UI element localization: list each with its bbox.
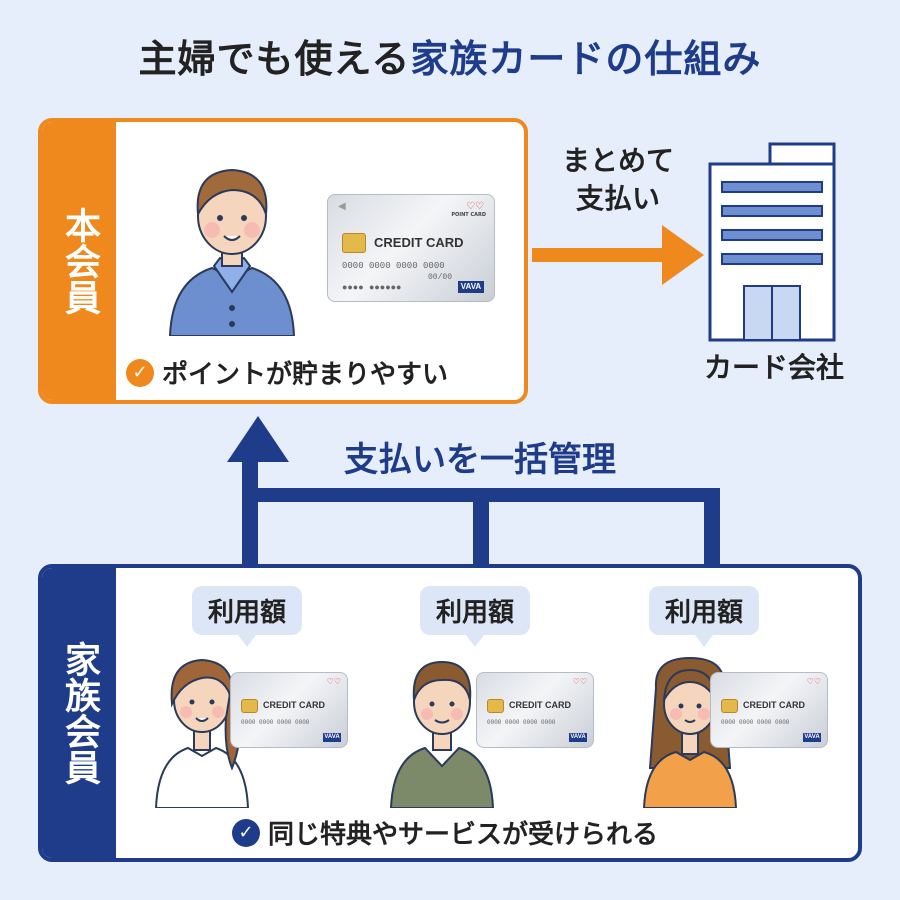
connector-right [704, 488, 720, 568]
payment-label: まとめて 支払い [561, 144, 674, 215]
usage-bubble-text: 利用額 [649, 586, 760, 635]
management-arrow-head [227, 416, 289, 462]
card-title: CREDIT CARD [263, 700, 325, 710]
connector-middle [473, 488, 489, 568]
card-brand-logo: VAVA [569, 733, 587, 742]
card-number: 0000 0000 0000 0000 [721, 719, 790, 726]
point-heart-icon: ♡♡ [806, 677, 821, 686]
main-member-person-illustration [168, 168, 296, 336]
card-chip-icon [241, 699, 258, 713]
usage-bubble-text: 利用額 [420, 586, 531, 635]
point-heart-icon: ♡♡ [326, 677, 341, 686]
family-card-2: ♡♡ CREDIT CARD 0000 0000 0000 0000 VAVA [476, 672, 594, 748]
main-member-sidebar: 本会員 [42, 122, 116, 400]
usage-bubble-3: 利用額 [649, 586, 760, 647]
card-number: 0000 0000 0000 0000 [241, 719, 310, 726]
family-person-2-illustration [389, 660, 495, 808]
main-benefit: ✓ ポイントが貯まりやすい [126, 354, 448, 391]
family-benefit: ✓ 同じ特典やサービスが受けられる [232, 814, 658, 851]
card-number: 0000 0000 0000 0000 [487, 719, 556, 726]
main-benefit-text: ポイントが貯まりやすい [162, 360, 449, 390]
usage-bubble-text: 利用額 [192, 586, 303, 635]
bubble-tail [466, 635, 484, 647]
card-title: CREDIT CARD [374, 235, 464, 250]
title-lead: 主婦でも使える [138, 37, 411, 81]
card-chip-icon [721, 699, 738, 713]
title-accent: 家族カードの仕組み [410, 37, 762, 81]
usage-bubble-1: 利用額 [192, 586, 303, 647]
card-title: CREDIT CARD [743, 700, 805, 710]
family-member-label: 家族会員 [59, 641, 100, 785]
family-benefit-text: 同じ特典やサービスが受けられる [268, 820, 659, 850]
main-member-panel: 本会員 ◀ ♡♡ POINT CARD CREDIT CARD 0000 000… [38, 118, 528, 404]
management-label: 支払いを一括管理 [344, 440, 616, 480]
family-card-1: ♡♡ CREDIT CARD 0000 0000 0000 0000 VAVA [230, 672, 348, 748]
company-label: カード会社 [703, 351, 844, 384]
family-card-3: ♡♡ CREDIT CARD 0000 0000 0000 0000 VAVA [710, 672, 828, 748]
check-icon: ✓ [232, 818, 260, 847]
payment-arrow-shaft [532, 248, 664, 262]
card-brand-logo: VAVA [803, 733, 821, 742]
card-expiry: 00/00 [428, 273, 453, 282]
check-icon: ✓ [126, 358, 154, 387]
card-holder-dots: ●●●● ●●●●●● [342, 283, 402, 293]
card-title: CREDIT CARD [509, 700, 571, 710]
connector-left [242, 460, 258, 568]
bubble-tail [695, 635, 713, 647]
card-chip-icon [342, 233, 366, 253]
card-brand-logo: VAVA [458, 281, 484, 293]
card-chip-icon [487, 699, 504, 713]
point-heart-icon: ♡♡ [572, 677, 587, 686]
payment-arrow-head [662, 225, 704, 285]
family-member-panel: 家族会員 利用額 利用額 利用額 [38, 564, 862, 862]
point-heart-icon: ♡♡ [466, 201, 484, 212]
page-title: 主婦でも使える家族カードの仕組み [0, 28, 900, 83]
bubble-tail [238, 635, 256, 647]
family-member-sidebar: 家族会員 [42, 568, 116, 858]
card-arrow-icon: ◀ [338, 201, 346, 212]
main-member-label: 本会員 [59, 207, 100, 315]
point-card-label: POINT CARD [451, 212, 486, 218]
usage-bubble-2: 利用額 [420, 586, 531, 647]
card-brand-logo: VAVA [323, 733, 341, 742]
main-credit-card: ◀ ♡♡ POINT CARD CREDIT CARD 0000 0000 00… [327, 194, 495, 302]
building-icon [708, 142, 836, 342]
card-number: 0000 0000 0000 0000 [342, 261, 445, 271]
